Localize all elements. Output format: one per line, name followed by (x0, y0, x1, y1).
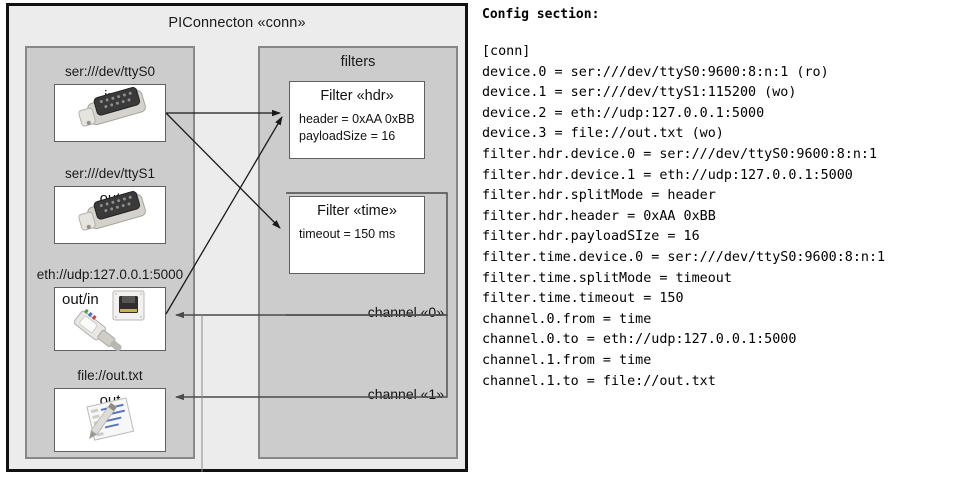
device-label-3: file://out.txt (77, 368, 143, 383)
config-line: device.2 = eth://udp:127.0.0.1:5000 (482, 105, 765, 121)
config-line: channel.1.from = time (482, 352, 652, 368)
filters-panel: filters Filter «hdr» header = 0xAA 0xBB … (258, 46, 458, 459)
device-box-eth[interactable]: out/in (54, 287, 166, 352)
serial-connector-icon (78, 87, 146, 127)
connector-diagram-frame: PIConnecton «conn» ser:///dev/ttyS0 in (6, 3, 468, 472)
config-line: filter.time.splitMode = timeout (482, 270, 732, 286)
config-line: device.1 = ser:///dev/ttyS1:115200 (wo) (482, 85, 797, 101)
filter-time-attrs: timeout = 150 ms (299, 226, 395, 243)
config-line: device.3 = file://out.txt (wo) (482, 126, 724, 142)
device-label-2: eth://udp:127.0.0.1:5000 (36, 267, 184, 282)
config-line: device.0 = ser:///dev/ttyS0:9600:8:n:1 (… (482, 64, 829, 80)
config-line: filter.hdr.device.1 = eth://udp:127.0.0.… (482, 167, 853, 183)
device-label-1: ser:///dev/ttyS1 (64, 166, 156, 181)
config-line: channel.0.from = time (482, 311, 652, 327)
serial-connector-icon (78, 191, 146, 231)
filter-box-time[interactable]: Filter «time» timeout = 150 ms (289, 196, 425, 274)
config-line: filter.hdr.header = 0xAA 0xBB (482, 208, 716, 224)
config-line: filter.hdr.splitMode = header (482, 188, 716, 204)
filter-hdr-attr-1: payloadSize = 16 (299, 129, 396, 143)
channel-1-label: channel «1» (367, 386, 444, 402)
filter-hdr-title: Filter «hdr» (320, 88, 394, 104)
config-line: [conn] (482, 44, 531, 59)
config-text-block: [conn] device.0 = ser:///dev/ttyS0:9600:8… (482, 42, 885, 392)
device-word-2: out/in (62, 291, 99, 308)
filter-hdr-attr-0: header = 0xAA 0xBB (299, 112, 415, 126)
channel-0-label: channel «0» (367, 304, 444, 320)
filter-time-attr-0: timeout = 150 ms (299, 227, 396, 241)
filter-box-hdr[interactable]: Filter «hdr» header = 0xAA 0xBB payloadS… (289, 81, 425, 159)
devices-panel: ser:///dev/ttyS0 in (25, 46, 195, 459)
config-line: channel.0.to = eth://udp:127.0.0.1:5000 (482, 332, 797, 348)
filter-time-title: Filter «time» (317, 203, 397, 219)
device-label-0: ser:///dev/ttyS0 (64, 64, 156, 79)
device-box-serial-0[interactable]: in (54, 84, 166, 142)
network-jack-icon (73, 290, 145, 352)
filters-panel-title: filters (340, 54, 376, 70)
diagram-title: PIConnecton «conn» (168, 15, 306, 31)
device-box-file[interactable]: out (54, 388, 166, 452)
config-line: channel.1.to = file://out.txt (482, 373, 716, 389)
config-line: filter.hdr.device.0 = ser:///dev/ttyS0:9… (482, 146, 878, 162)
config-line: filter.hdr.payloadSIze = 16 (482, 229, 700, 245)
text-file-icon (86, 397, 135, 441)
device-box-serial-1[interactable]: out (54, 186, 166, 244)
filter-hdr-attrs: header = 0xAA 0xBB payloadSize = 16 (299, 111, 415, 145)
config-pane: Config section: [conn] device.0 = ser:///… (481, 0, 964, 484)
config-line: filter.time.timeout = 150 (482, 291, 684, 307)
config-heading: Config section: (482, 7, 600, 22)
config-line: filter.time.device.0 = ser:///dev/ttyS0:… (482, 249, 886, 265)
